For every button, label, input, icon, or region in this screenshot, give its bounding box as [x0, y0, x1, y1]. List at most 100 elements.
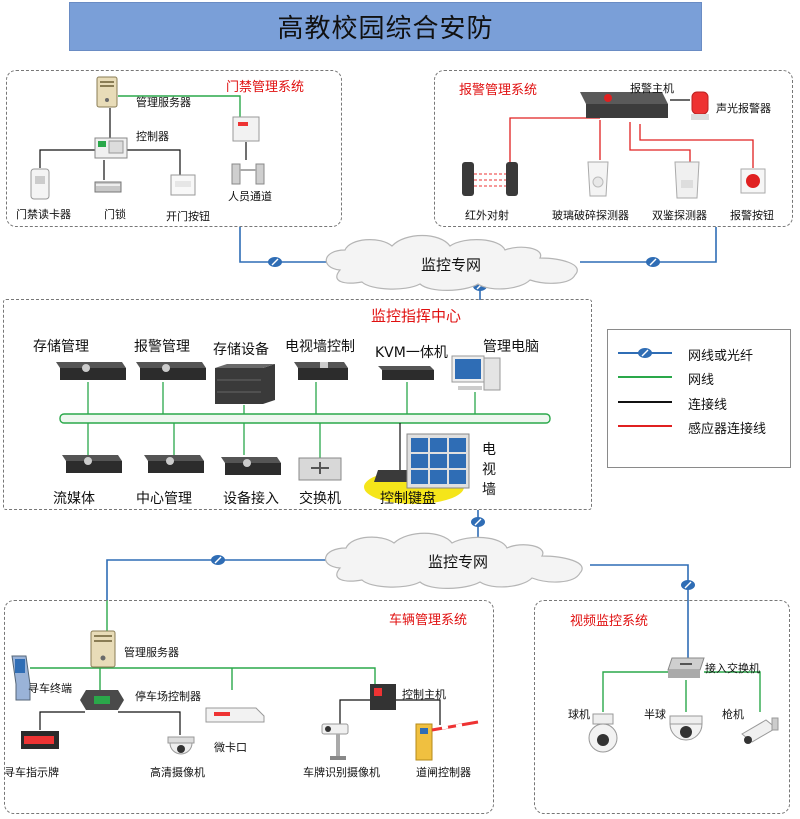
device-access-label: 设备接入	[223, 491, 279, 507]
finder-sign-icon	[20, 730, 60, 750]
legend-row-sensor: 感应器连接线	[608, 416, 792, 437]
card-reader-icon	[30, 168, 50, 200]
hd-camera-label: 高清摄像机	[150, 766, 205, 779]
mgmt-pc-icon	[448, 354, 504, 394]
exit-button-label: 开门按钮	[166, 210, 210, 223]
dome-camera-icon	[585, 712, 621, 754]
tv-wall-ctrl-label: 电视墙控制	[285, 339, 355, 355]
legend-row-net: 网线	[608, 367, 792, 388]
alarm-host-icon	[570, 88, 670, 124]
sensor-button-line	[639, 124, 754, 168]
group-access-control	[6, 70, 342, 227]
net-access-server-panel	[118, 95, 241, 118]
alarm-mgmt-icon	[130, 360, 206, 382]
fiber-alarm-link	[580, 227, 717, 263]
net-vehicle-bus	[30, 667, 376, 685]
switch-label: 交换机	[299, 491, 341, 507]
title-banner: 高教校园综合安防	[69, 2, 702, 51]
half-dome-label: 半球	[644, 708, 666, 721]
vehicle-server-label: 管理服务器	[124, 646, 179, 659]
ctrl-host-label: 控制主机	[402, 688, 446, 701]
video-switch-label: 接入交换机	[705, 662, 760, 675]
connect-host-lpr	[339, 699, 370, 725]
kvm-icon	[374, 364, 434, 382]
sensor-dual-line	[629, 122, 691, 162]
keyboard-label: 控制键盘	[380, 491, 436, 507]
fiber-video-link	[590, 564, 689, 600]
alarm-mgmt-label: 报警管理	[134, 339, 190, 355]
streaming-label: 流媒体	[53, 491, 95, 507]
net-video-bullet	[704, 671, 761, 712]
ir-beam-label: 红外对射	[465, 209, 509, 222]
legend-label-net: 网线	[688, 373, 715, 388]
streaming-icon	[58, 453, 122, 475]
panic-button-label: 报警按钮	[730, 209, 774, 222]
storage-device-icon	[213, 362, 277, 406]
glass-break-label: 玻璃破碎探测器	[552, 209, 629, 222]
lpr-camera-label: 车牌识别摄像机	[303, 766, 380, 779]
kvm-label: KVM一体机	[375, 345, 448, 361]
storage-mgmt-label: 存储管理	[33, 339, 89, 355]
mgmt-pc-label: 管理电脑	[483, 339, 539, 355]
fiber-access-link	[239, 227, 340, 263]
video-title: 视频监控系统	[570, 614, 649, 629]
dual-tech-label: 双鉴探测器	[652, 209, 707, 222]
network-bottom-label: 监控专网	[428, 553, 489, 571]
access-panel-icon	[232, 116, 260, 142]
alarm-title: 报警管理系统	[459, 83, 538, 98]
parking-ctrl-label: 停车场控制器	[135, 690, 201, 703]
access-control-title: 门禁管理系统	[226, 80, 305, 95]
access-server-icon	[96, 76, 118, 108]
connect-host-barrier	[395, 699, 441, 725]
switch-icon	[297, 456, 343, 482]
hd-camera-icon	[166, 735, 196, 761]
group-video	[534, 600, 790, 814]
center-mgmt-icon	[140, 453, 204, 475]
door-lock-label: 门锁	[104, 208, 126, 221]
ctrl-host-icon	[368, 682, 398, 712]
legend-label-sensor: 感应器连接线	[688, 422, 767, 437]
alarm-host-label: 报警主机	[630, 82, 674, 95]
sensor-ir-line	[509, 117, 600, 162]
dome-camera-label: 球机	[568, 708, 590, 721]
connect-controller-reader	[39, 149, 96, 168]
tv-wall-ctrl-icon	[290, 360, 348, 382]
access-server-label: 管理服务器	[136, 96, 191, 109]
net-video-dome	[602, 671, 670, 712]
bayonet-label: 微卡口	[214, 741, 247, 754]
door-lock-icon	[94, 180, 122, 194]
page-title: 高教校园综合安防	[277, 14, 494, 44]
tv-wall-icon	[405, 432, 471, 490]
finder-sign-label: 寻车指示牌	[4, 766, 59, 779]
bayonet-icon	[204, 704, 266, 726]
connect-controller-button	[124, 149, 181, 175]
exit-button-icon	[170, 174, 196, 196]
legend-row-connect: 连接线	[608, 392, 792, 413]
group-command-center	[3, 299, 592, 510]
legend-row-fiber: 网线或光纤	[608, 343, 792, 364]
barrier-ctrl-label: 道闸控制器	[416, 766, 471, 779]
turnstile-label: 人员通道	[228, 190, 272, 203]
barrier-ctrl-icon	[412, 718, 480, 762]
group-alarm	[434, 70, 793, 227]
bullet-camera-icon	[738, 714, 782, 748]
storage-device-label: 存储设备	[213, 342, 269, 358]
connect-parking-sign	[39, 711, 85, 730]
access-controller-label: 控制器	[136, 130, 169, 143]
lpr-camera-icon	[320, 722, 354, 762]
bullet-camera-label: 枪机	[722, 708, 744, 721]
legend-label-connect: 连接线	[688, 398, 728, 413]
cloud-bottom	[324, 532, 583, 589]
center-network-bus	[59, 413, 551, 424]
dual-tech-icon	[672, 160, 702, 200]
card-reader-label: 门禁读卡器	[16, 208, 71, 221]
command-center-title: 监控指挥中心	[371, 307, 462, 325]
center-mgmt-label: 中心管理	[136, 491, 192, 507]
finder-terminal-label: 寻车终端	[28, 682, 72, 695]
device-access-icon	[217, 455, 281, 477]
access-controller-icon	[94, 136, 128, 160]
legend: 网线或光纤 网线 连接线 感应器连接线	[607, 329, 791, 468]
legend-label-fiber: 网线或光纤	[688, 349, 754, 364]
finder-terminal-icon	[10, 654, 32, 702]
